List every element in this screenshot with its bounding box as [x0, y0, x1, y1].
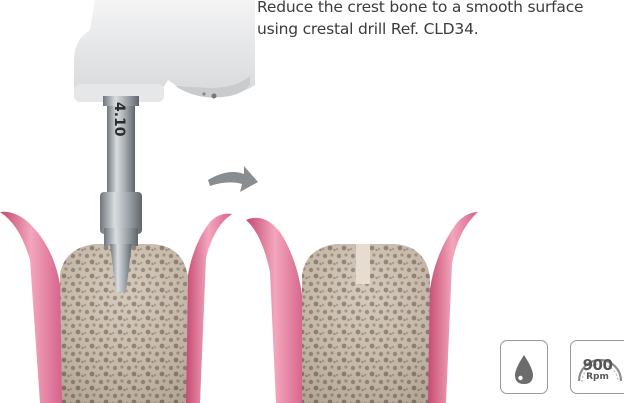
- gum-left-inner: [185, 214, 232, 403]
- gum-right-inner: [427, 212, 478, 403]
- direction-arrow: [208, 166, 258, 192]
- speed-badge: 900 Rpm: [570, 340, 624, 394]
- osteotomy-site: [356, 244, 370, 284]
- irrigation-badge: [500, 340, 548, 394]
- gum-left-outer: [0, 212, 62, 403]
- drill-collar: [100, 192, 142, 234]
- drill-size-label: 4.10: [111, 102, 127, 137]
- handpiece-body: [74, 0, 255, 96]
- speed-unit: Rpm: [571, 372, 624, 382]
- gum-right-outer: [246, 218, 304, 403]
- water-drop-icon: [501, 341, 549, 395]
